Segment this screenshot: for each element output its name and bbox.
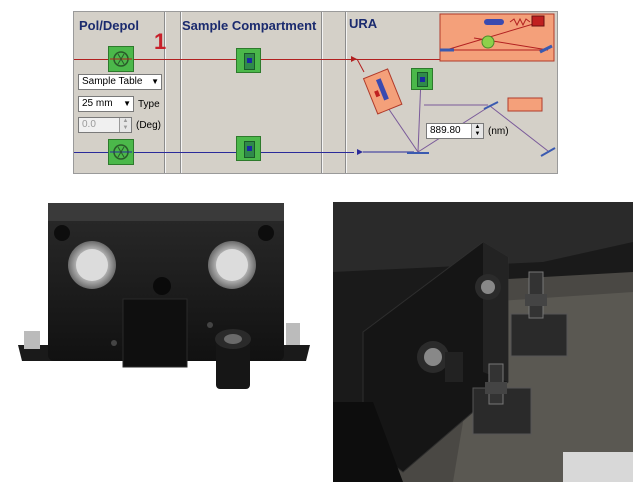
polarizer-upper-icon[interactable]: [108, 46, 134, 72]
lower-beam-path: [74, 152, 354, 153]
beam-segment: [356, 58, 365, 73]
ura-title: URA: [349, 16, 378, 31]
ura-detector-module: [362, 68, 403, 115]
beam-arrow: [351, 56, 357, 62]
pol-depol-title: Pol/Depol: [79, 18, 139, 33]
angle-value: 0.0: [82, 119, 96, 130]
accessory-control-panel: Pol/Depol 1 Sample Compartment URA: [73, 11, 558, 174]
accessory-front-photo: [10, 195, 322, 405]
beam-segment: [417, 77, 422, 153]
mirror: [539, 44, 553, 54]
angle-spin-buttons[interactable]: ▲▼: [119, 118, 131, 132]
wavelength-input[interactable]: 889.80 ▲▼: [426, 123, 484, 139]
accessory-installed-photo: [333, 202, 633, 482]
type-label: Type: [138, 99, 160, 110]
position-number: 1: [154, 29, 167, 54]
section-divider: [164, 12, 166, 173]
detector-part: [484, 19, 504, 25]
sample-compartment-title: Sample Compartment: [182, 18, 317, 33]
sample-sphere: [481, 35, 495, 49]
beam-segment: [489, 105, 549, 152]
beam-segment: [445, 21, 541, 51]
ura-sample-holder-icon[interactable]: [411, 68, 433, 90]
detector-part: [531, 15, 545, 27]
dropdown-arrow-icon: ▼: [151, 77, 159, 86]
mirror: [540, 147, 556, 157]
size-value: 25 mm: [82, 98, 113, 109]
ura-source-module: [507, 97, 543, 112]
dropdown-arrow-icon: ▼: [123, 99, 131, 108]
wavelength-spin-buttons[interactable]: ▲▼: [471, 124, 483, 138]
beam-arrow: [357, 149, 363, 155]
size-select[interactable]: 25 mm ▼: [78, 96, 134, 112]
spring: [509, 17, 531, 27]
mirror: [483, 101, 499, 110]
sample-table-value: Sample Table: [82, 76, 143, 87]
angle-unit: (Deg): [136, 120, 162, 131]
ura-optical-diagram: [351, 13, 556, 157]
section-divider: [321, 12, 323, 173]
wavelength-value: 889.80: [430, 125, 461, 136]
wavelength-unit: (nm): [488, 126, 509, 137]
angle-input[interactable]: 0.0 ▲▼: [78, 117, 132, 133]
sample-holder-lower-icon[interactable]: [236, 136, 261, 161]
section-divider: [345, 12, 347, 173]
beam-segment: [383, 101, 419, 153]
polarizer-lower-icon[interactable]: [108, 139, 134, 165]
sample-holder-upper-icon[interactable]: [236, 48, 261, 73]
sample-table-select[interactable]: Sample Table ▼: [78, 74, 162, 90]
section-divider: [180, 12, 182, 173]
